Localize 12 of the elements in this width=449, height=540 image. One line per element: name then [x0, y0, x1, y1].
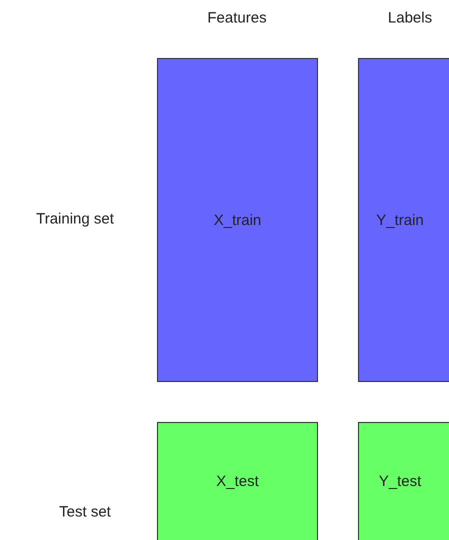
data-block — [358, 422, 449, 540]
block-label: Y_train — [376, 212, 424, 228]
row-header: Training set — [36, 210, 114, 228]
block-label: X_test — [216, 473, 259, 490]
column-header: Labels — [388, 10, 432, 26]
row-header: Test set — [59, 504, 111, 520]
data-block — [157, 58, 318, 382]
column-header: Features — [207, 10, 267, 26]
data-block — [358, 58, 449, 382]
data-block — [157, 422, 318, 540]
block-label: Y_test — [378, 473, 422, 490]
block-label: X_train — [214, 212, 262, 228]
